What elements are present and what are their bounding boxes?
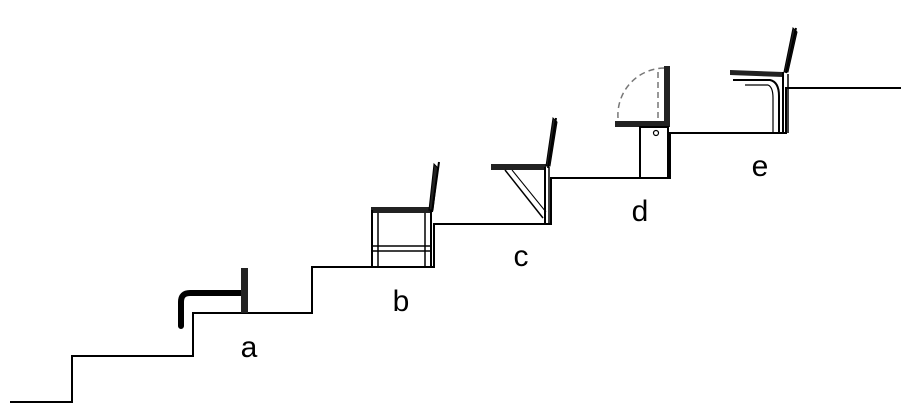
seat-a-back [241,268,248,313]
seat-label-c: c [513,240,529,273]
seat-c-cushion [491,164,546,170]
seat-label-d: d [631,195,649,228]
seat-e-support-inner [745,84,774,132]
seat-e-drawing [730,26,798,133]
seat-a-shell [178,290,246,329]
seat-d-back [664,66,670,124]
seat-c-back-line [547,117,557,169]
seat-b-drawing [371,161,440,267]
tier-steps-profile [10,87,901,403]
seat-e-back-line [785,27,797,74]
seat-d-pedestal [639,126,669,179]
seat-d-drawing [615,66,670,179]
seat-e-cushion [730,70,783,77]
seat-label-a: a [240,331,258,364]
seat-d-cushion [615,121,670,127]
seat-label-e: e [751,150,769,183]
seat-c-drawing [491,116,558,224]
seat-c-brace [504,169,544,219]
seat-c-brace-inner [511,169,547,213]
seat-a-drawing [178,268,248,329]
seat-b-back-line [431,161,440,213]
seat-label-b: b [392,285,410,318]
seat-e-support [733,79,780,132]
seat-b-cushion [371,207,431,213]
seat-d-pivot [652,129,660,137]
